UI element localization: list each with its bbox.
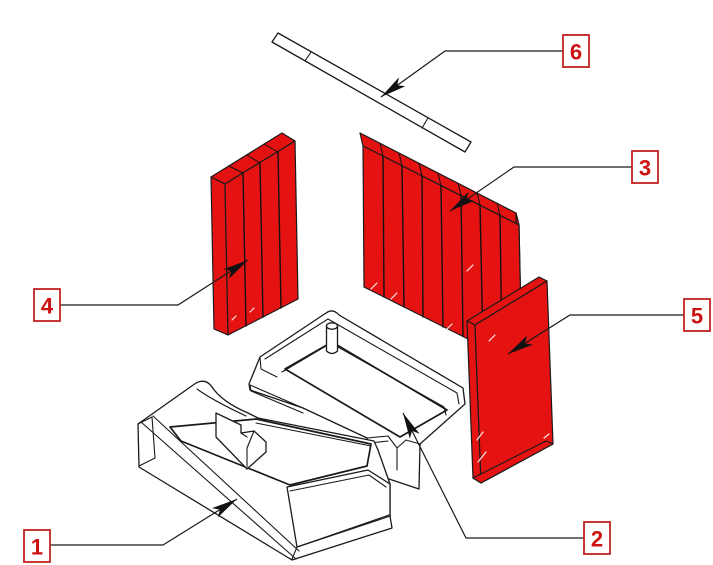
callout-number: 3 xyxy=(639,156,651,181)
rear-tray-notch-block xyxy=(366,435,421,471)
leader-line xyxy=(507,314,684,355)
callout-number: 4 xyxy=(41,294,54,319)
left-brick-panel xyxy=(210,132,299,336)
callout-number: 5 xyxy=(691,304,703,329)
right-panel-highlights xyxy=(476,334,550,463)
leader-line xyxy=(60,259,249,306)
top-bar-body xyxy=(271,32,472,153)
callout-box xyxy=(631,150,659,184)
back-panel-brick-joints xyxy=(382,155,503,357)
base-tray-rear xyxy=(248,310,466,490)
left-panel-highlights xyxy=(231,307,255,321)
left-panel-brick-joints xyxy=(242,151,282,327)
rear-tray-wall-top-inner xyxy=(264,318,458,394)
callout-2: 2 xyxy=(402,412,611,555)
callout-box xyxy=(583,521,611,555)
callouts-layer: 1 2 3 4 5 6 xyxy=(23,34,711,563)
callout-box xyxy=(33,288,61,322)
rear-tray-recess xyxy=(284,341,448,438)
leader-line xyxy=(380,50,563,98)
rear-tray-left-step xyxy=(259,356,278,378)
front-tray-right-lip xyxy=(286,469,391,548)
callout-6: 6 xyxy=(380,34,590,98)
arrowhead-icon xyxy=(450,191,475,211)
front-tray-lip-edges xyxy=(289,474,390,560)
arrowhead-icon xyxy=(381,77,406,97)
callout-5: 5 xyxy=(507,298,711,355)
callout-4: 4 xyxy=(33,259,249,322)
front-tray-notch-block xyxy=(215,412,267,470)
front-tray-band-edges xyxy=(140,415,300,560)
callout-box xyxy=(683,298,711,332)
base-tray-front xyxy=(137,380,393,561)
front-tray-notch-lines xyxy=(240,430,255,468)
right-brick-panel xyxy=(466,276,554,484)
rear-tray-corner-post xyxy=(325,322,339,355)
callout-box xyxy=(562,34,590,68)
front-tray-back-ledge xyxy=(255,422,372,447)
left-panel-top-joints xyxy=(228,143,279,174)
front-tray-ramp-inner xyxy=(196,388,247,417)
callout-number: 1 xyxy=(31,535,43,560)
top-brick-bar xyxy=(271,32,472,153)
back-panel-highlights xyxy=(370,264,474,331)
front-tray-recess xyxy=(169,418,372,486)
leader-line xyxy=(449,166,632,212)
arrowhead-icon xyxy=(508,335,533,354)
callout-1: 1 xyxy=(23,498,238,563)
arrowhead-icon xyxy=(212,499,237,518)
callout-box xyxy=(23,529,51,563)
rear-tray-front-rail xyxy=(249,384,304,414)
callout-number: 2 xyxy=(591,527,603,552)
top-bar-joints xyxy=(304,51,429,129)
arrowhead-icon xyxy=(403,413,420,439)
back-panel-top-joints xyxy=(379,142,501,216)
callout-number: 6 xyxy=(570,40,582,65)
leader-line xyxy=(50,498,238,546)
arrowhead-icon xyxy=(223,260,248,279)
leader-line xyxy=(402,412,584,539)
callout-3: 3 xyxy=(449,150,659,212)
right-panel-bottom-edge xyxy=(472,440,554,484)
front-tray-left-endcap xyxy=(137,416,156,467)
